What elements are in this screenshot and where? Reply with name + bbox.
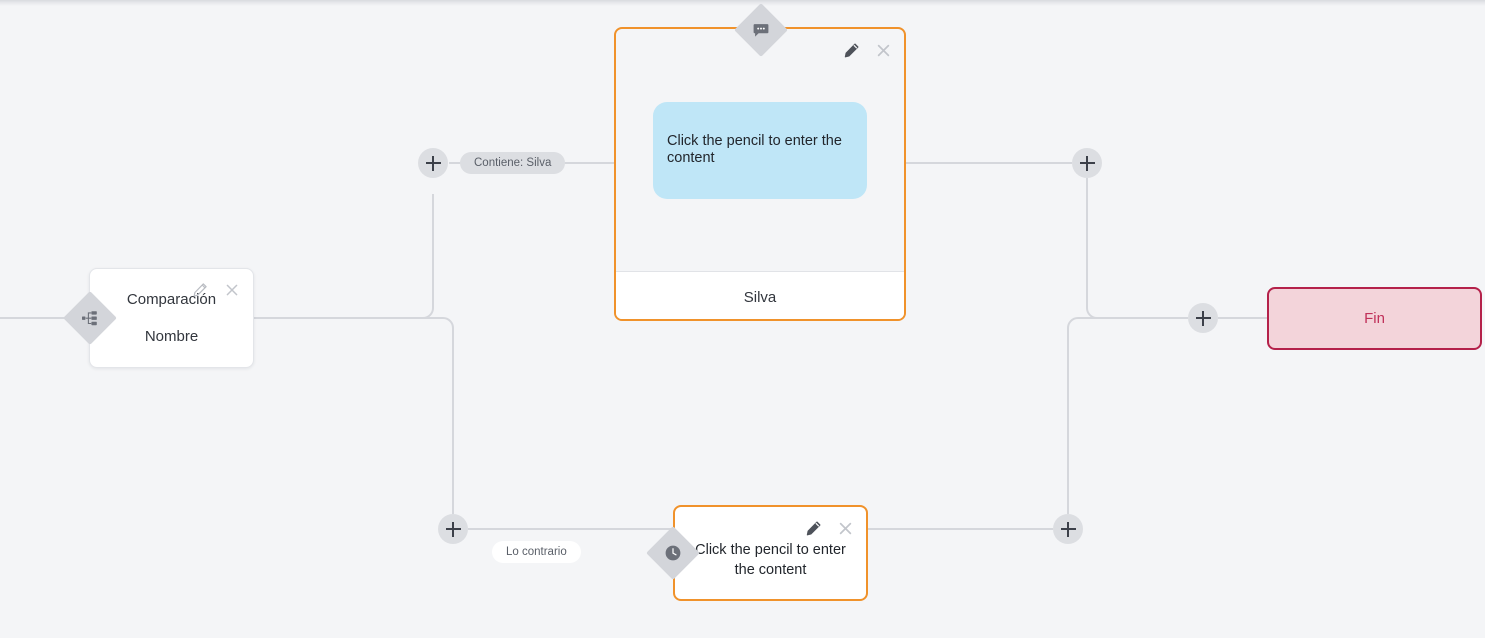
close-icon[interactable] <box>224 282 240 298</box>
wait-node-badge <box>646 526 700 580</box>
comparison-node-tools[interactable] <box>192 282 240 298</box>
close-icon[interactable] <box>837 520 853 536</box>
add-node-after-wait-button[interactable] <box>1053 514 1083 544</box>
comparison-node-title: Comparación <box>126 290 217 308</box>
add-node-branch-false-button[interactable] <box>438 514 468 544</box>
wait-node-text: Click the pencil to enter the content <box>695 542 846 578</box>
chat-bubble-icon <box>742 11 780 49</box>
edge-wait-plus-to-merge <box>1067 317 1188 514</box>
message-node-footer: Silva <box>616 271 904 319</box>
comparison-node-badge <box>63 291 117 345</box>
edge-comparison-to-false-branch <box>254 317 454 514</box>
pencil-icon[interactable] <box>192 282 208 298</box>
message-bubble[interactable]: Click the pencil to enter the content <box>653 101 867 199</box>
clock-icon <box>654 534 692 572</box>
comparison-node[interactable]: Comparación Nombre <box>89 268 254 368</box>
wait-node[interactable]: Click the pencil to enter the content <box>673 505 868 601</box>
comparison-node-subtitle: Nombre <box>144 327 199 345</box>
message-node-tools[interactable] <box>843 42 891 58</box>
pencil-icon[interactable] <box>805 520 821 536</box>
close-icon[interactable] <box>875 42 891 58</box>
message-node-badge <box>734 3 788 57</box>
edge-label-otherwise[interactable]: Lo contrario <box>492 541 581 563</box>
add-node-branch-true-button[interactable] <box>418 148 448 178</box>
message-node[interactable]: Click the pencil to enter the content Si… <box>614 27 906 321</box>
add-node-before-end-button[interactable] <box>1188 303 1218 333</box>
branch-icon <box>71 299 109 337</box>
edge-message-plus-to-merge <box>1086 178 1188 319</box>
wait-node-tools[interactable] <box>805 520 853 536</box>
pencil-icon[interactable] <box>843 42 859 58</box>
edge-comparison-to-true-branch <box>254 194 434 319</box>
add-node-after-message-button[interactable] <box>1072 148 1102 178</box>
message-node-body: Click the pencil to enter the content <box>616 29 904 271</box>
canvas-top-edge <box>0 0 1485 6</box>
end-node[interactable]: Fin <box>1267 287 1482 350</box>
edge-label-contains[interactable]: Contiene: Silva <box>460 152 566 174</box>
